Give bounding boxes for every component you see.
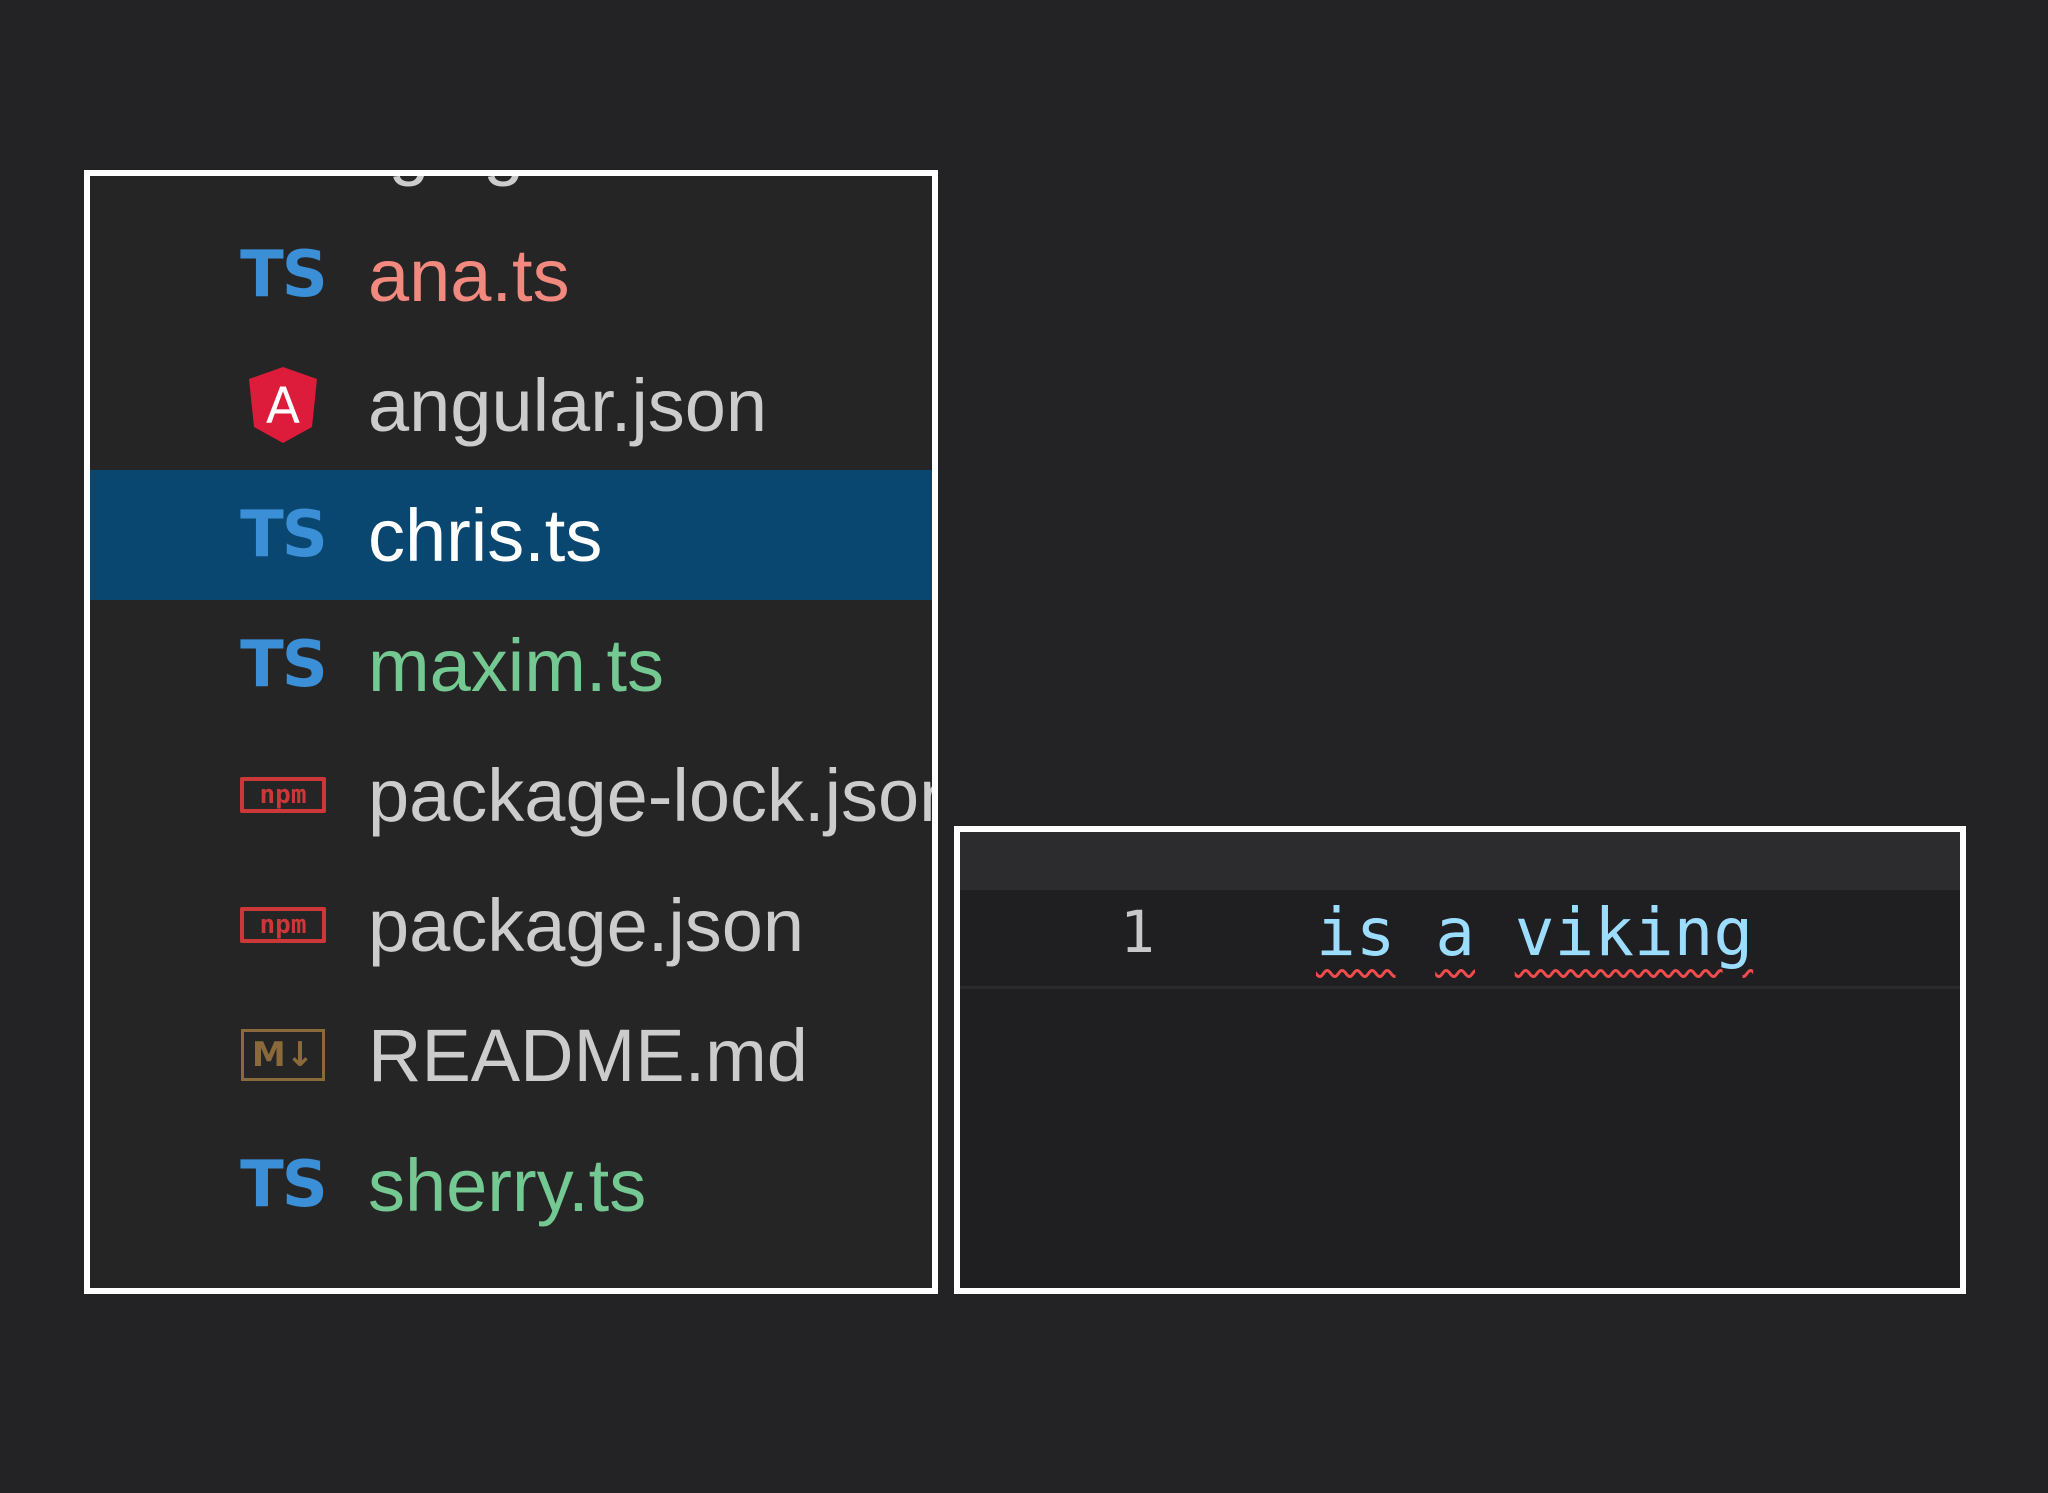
markdown-icon-glyph: M↓ [241, 1029, 325, 1081]
line-number: 1 [1120, 898, 1155, 966]
file-name: ana.ts [368, 233, 570, 317]
file-name: package-lock.json [368, 753, 938, 837]
npm-icon: npm [238, 755, 328, 835]
code-line[interactable]: 1 is a viking [960, 890, 1960, 989]
file-list: .gitignore TS ana.ts A angular.json TS c… [90, 176, 932, 1250]
file-item-chris-ts[interactable]: TS chris.ts [90, 470, 932, 600]
file-item-readme-md[interactable]: M↓ README.md [90, 990, 932, 1120]
file-item-maxim-ts[interactable]: TS maxim.ts [90, 600, 932, 730]
file-explorer-panel: .gitignore TS ana.ts A angular.json TS c… [84, 170, 938, 1294]
editor-header [960, 832, 1960, 890]
file-item-angular-json[interactable]: A angular.json [90, 340, 932, 470]
file-name: angular.json [368, 363, 768, 447]
typescript-icon: TS [240, 628, 328, 702]
file-name: README.md [368, 1013, 808, 1097]
misspelled-word[interactable]: a [1435, 894, 1475, 971]
git-icon [238, 176, 328, 185]
code-text[interactable]: is a viking [1316, 894, 1753, 971]
npm-icon-glyph: npm [240, 777, 326, 813]
file-name: sherry.ts [368, 1143, 647, 1227]
file-name: chris.ts [368, 493, 603, 577]
file-item-package-lock-json[interactable]: npm package-lock.json [90, 730, 932, 860]
file-name: package.json [368, 883, 805, 967]
typescript-icon: TS [240, 238, 328, 312]
markdown-icon: M↓ [238, 1015, 328, 1095]
file-name: maxim.ts [368, 623, 664, 707]
typescript-icon: TS [240, 498, 328, 572]
file-name: .gitignore [368, 176, 672, 188]
angular-icon: A [238, 365, 328, 445]
file-item-ana-ts[interactable]: TS ana.ts [90, 210, 932, 340]
file-item-package-json[interactable]: npm package.json [90, 860, 932, 990]
typescript-icon: TS [240, 1148, 328, 1222]
file-item-sherry-ts[interactable]: TS sherry.ts [90, 1120, 932, 1250]
npm-icon: npm [238, 885, 328, 965]
npm-icon-glyph: npm [240, 907, 326, 943]
misspelled-word[interactable]: viking [1514, 894, 1754, 971]
code-editor-panel[interactable]: 1 is a viking [954, 826, 1966, 1294]
angular-icon-glyph: A [266, 377, 300, 435]
file-item-gitignore[interactable]: .gitignore [90, 176, 932, 210]
misspelled-word[interactable]: is [1316, 894, 1396, 971]
